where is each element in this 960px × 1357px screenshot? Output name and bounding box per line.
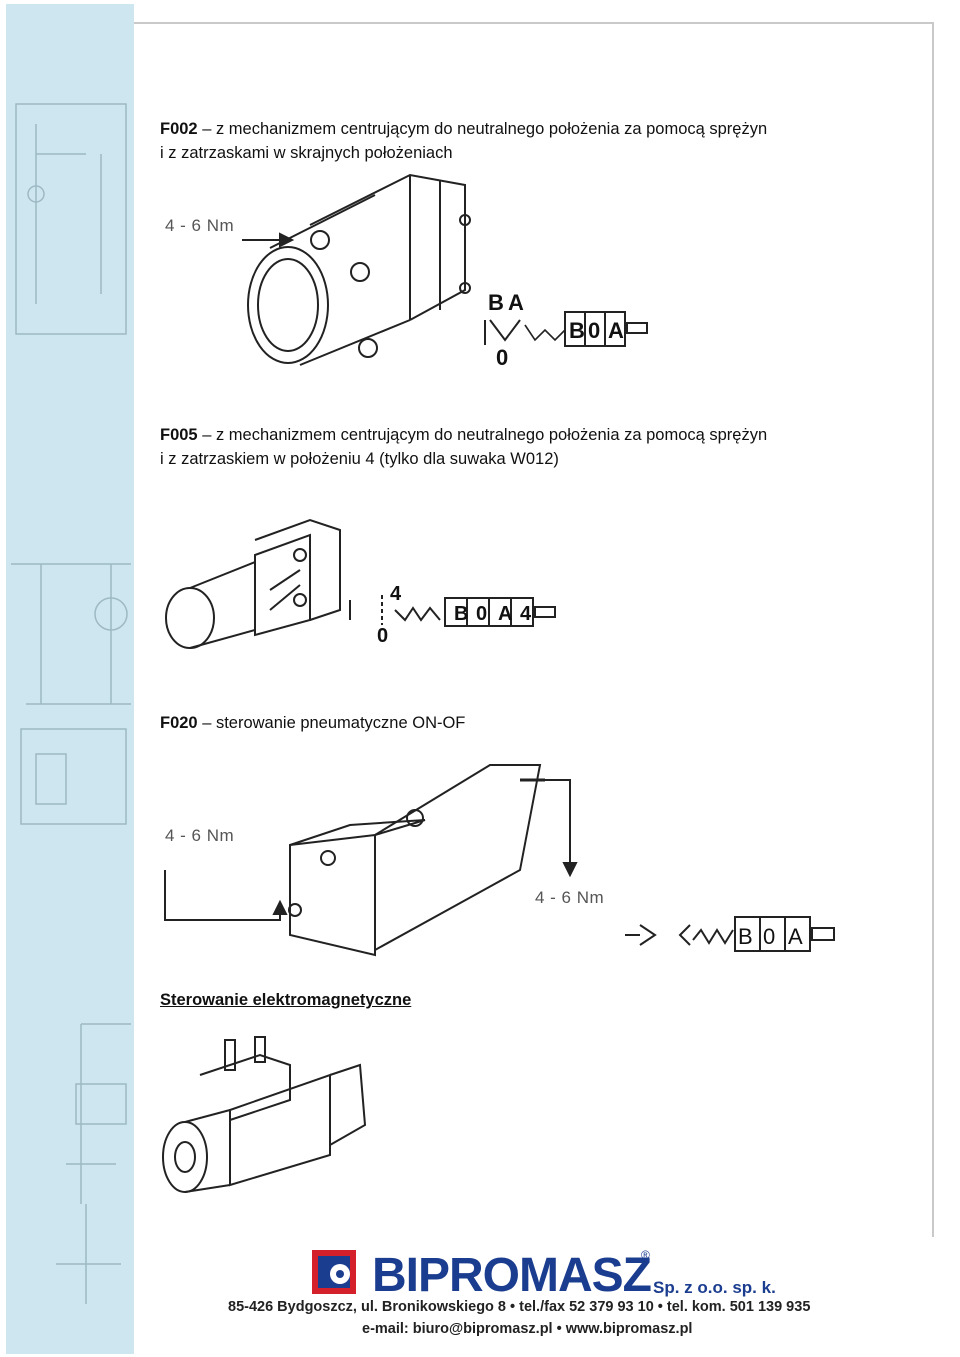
solenoid-drawing xyxy=(162,1036,367,1193)
frame-line-right xyxy=(932,22,934,1237)
schematic-watermark xyxy=(11,103,131,1304)
f002-hydraulic-symbol xyxy=(484,311,648,347)
brand-name: BIPROMASZ xyxy=(372,1249,652,1302)
section-f002-desc: – z mechanizmem centrującym do neutralne… xyxy=(197,120,768,138)
footer-address: 85-426 Bydgoszcz, ul. Bronikowskiego 8 •… xyxy=(228,1299,811,1315)
f002-box-0: 0 xyxy=(588,318,600,343)
section-f002-line1: F002 – z mechanizmem centrującym do neut… xyxy=(160,117,767,141)
f005-hydraulic-symbol xyxy=(349,595,556,627)
footer-contact: e-mail: biuro@bipromasz.pl • www.biproma… xyxy=(362,1321,693,1337)
f002-symbol-0: 0 xyxy=(496,345,508,370)
company-suffix: Sp. z o.o. sp. k. xyxy=(653,1278,776,1297)
section-f020-line1: F020 – sterowanie pneumatyczne ON-OF xyxy=(160,711,465,735)
f020-hydraulic-symbol xyxy=(625,916,835,952)
torque-label: 4 - 6 Nm xyxy=(165,826,235,845)
section-f005-desc: – z mechanizmem centrującym do neutralne… xyxy=(197,426,768,444)
f020-box-a: A xyxy=(788,924,803,949)
f020-box-b: B xyxy=(738,924,753,949)
section-f005-line1: F005 – z mechanizmem centrującym do neut… xyxy=(160,423,767,447)
f005-symbol-4: 4 xyxy=(390,583,402,605)
f002-symbol-a: A xyxy=(508,290,524,315)
f005-box-a: A xyxy=(498,603,512,625)
section-f005-code: F005 xyxy=(160,426,198,444)
section-f020-code: F020 xyxy=(160,714,198,732)
f005-actuator-drawing: 4 0 B 0 A 4 xyxy=(165,518,556,649)
f002-symbol-b: B xyxy=(488,290,504,315)
f002-box-a: A xyxy=(608,318,624,343)
section-f020-desc: – sterowanie pneumatyczne ON-OF xyxy=(197,714,466,732)
f005-symbol-0: 0 xyxy=(377,625,388,647)
f005-box-0: 0 xyxy=(476,603,487,625)
bipromasz-logo-icon xyxy=(312,1250,356,1294)
f005-box-4: 4 xyxy=(520,603,532,625)
f002-box-b: B xyxy=(569,318,585,343)
brand-registered-mark: ® xyxy=(641,1248,650,1262)
frame-line-top xyxy=(134,22,934,24)
torque-label: 4 - 6 Nm xyxy=(165,216,235,235)
f005-box-b: B xyxy=(454,603,468,625)
f020-box-0: 0 xyxy=(763,924,775,949)
section-f002-line2: i z zatrzaskami w skrajnych położeniach xyxy=(160,144,453,162)
section-f002-code: F002 xyxy=(160,120,198,138)
decorative-sidebar xyxy=(6,4,134,1354)
section-f005-line2: i z zatrzaskiem w położeniu 4 (tylko dla… xyxy=(160,450,559,468)
torque-label: 4 - 6 Nm xyxy=(535,888,605,907)
f020-actuator-drawing: B 0 A xyxy=(164,764,835,957)
section-electromagnetic-heading: Sterowanie elektromagnetyczne xyxy=(160,991,412,1009)
f002-actuator-drawing: B A 0 B 0 A xyxy=(242,173,648,370)
